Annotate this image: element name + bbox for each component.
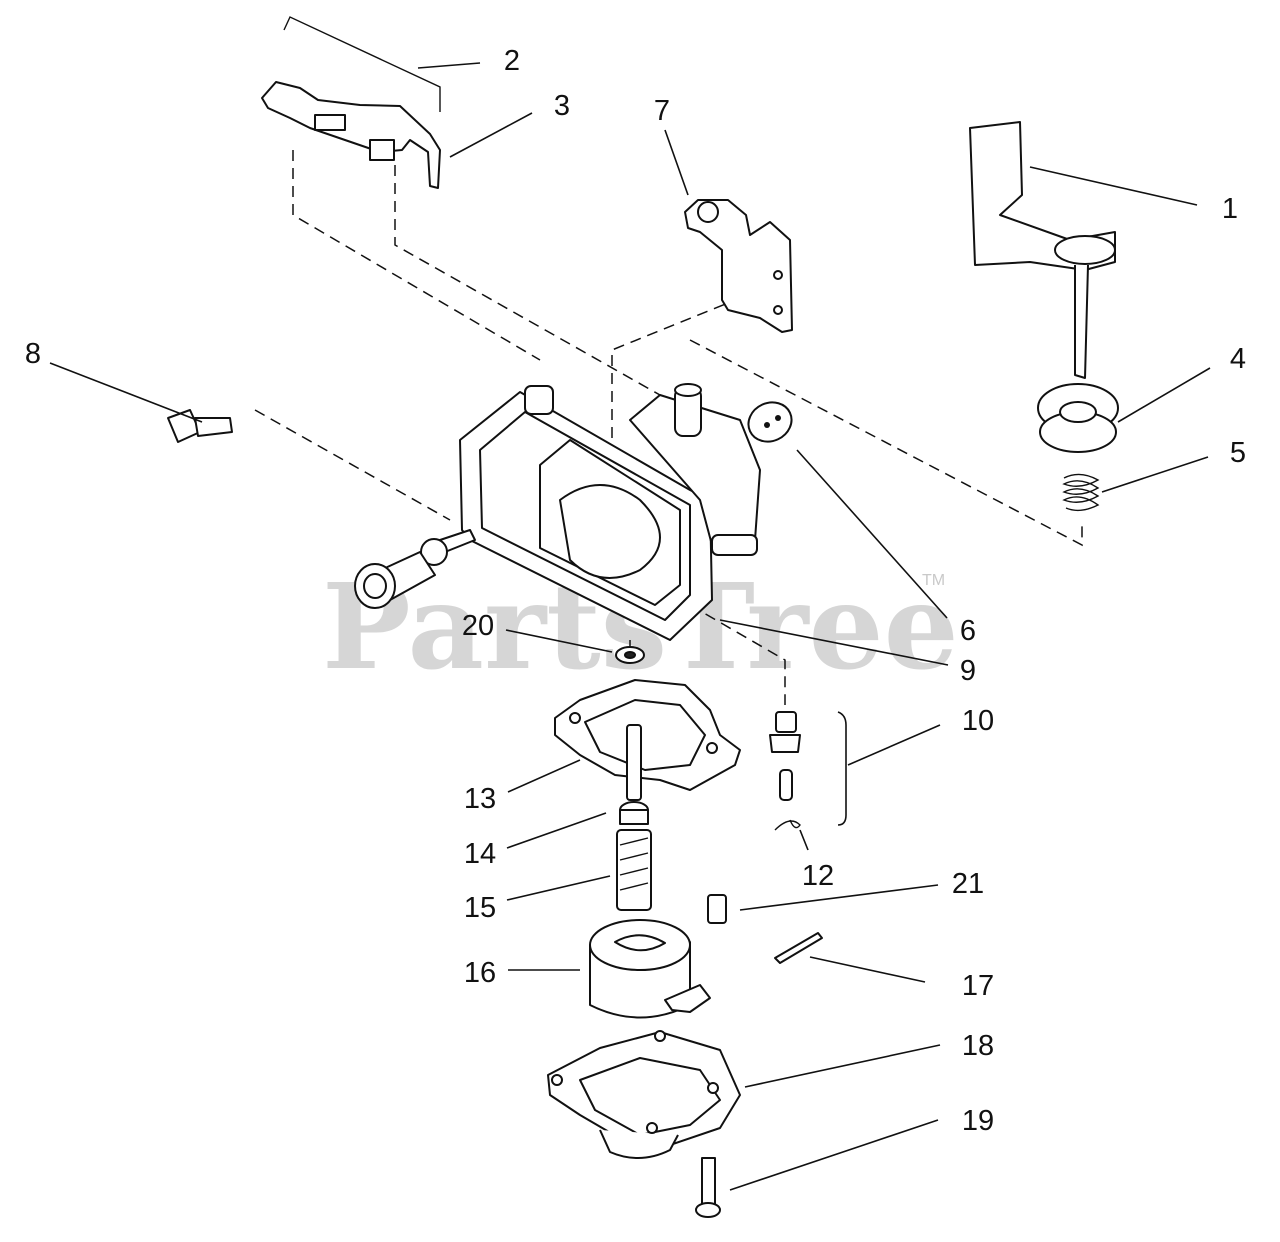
callout-9: 9 — [960, 655, 976, 687]
callout-16: 16 — [464, 957, 496, 989]
part-17-pin — [774, 932, 823, 964]
callout-8: 8 — [25, 338, 41, 370]
callout-6: 6 — [960, 615, 976, 647]
part-9-carburetor-body — [459, 383, 761, 641]
callout-15: 15 — [464, 892, 496, 924]
callout-17: 17 — [962, 970, 994, 1002]
part-3-throttle-bracket — [261, 81, 441, 189]
part-20-washer — [615, 646, 645, 664]
part-16-float — [589, 919, 711, 1019]
part-2-wire-link — [283, 16, 441, 112]
callout-10: 10 — [962, 705, 994, 737]
part-19-screw — [695, 1157, 721, 1218]
callout-4: 4 — [1230, 343, 1246, 375]
part-5-spring — [1062, 473, 1100, 512]
leader-lines — [49, 62, 1211, 1191]
callout-18: 18 — [962, 1030, 994, 1062]
callout-2: 2 — [504, 45, 520, 77]
callout-7: 7 — [654, 95, 670, 127]
part-14-main-jet — [619, 724, 649, 825]
part-15-spring — [616, 829, 652, 911]
callout-13: 13 — [464, 783, 496, 815]
callout-12: 12 — [802, 860, 834, 892]
part-4-needle-seat — [1037, 383, 1119, 453]
callout-3: 3 — [554, 90, 570, 122]
callout-5: 5 — [1230, 437, 1246, 469]
part-21-seat — [707, 894, 727, 924]
watermark-tm: TM — [922, 572, 945, 589]
callout-19: 19 — [962, 1105, 994, 1137]
callout-14: 14 — [464, 838, 496, 870]
callout-1: 1 — [1222, 193, 1238, 225]
part-12-clip — [774, 819, 801, 831]
screw-and-primer — [354, 529, 476, 609]
part-10-inlet-needle — [769, 711, 801, 801]
part-8-bolt — [167, 409, 233, 443]
part-7-bracket — [684, 199, 793, 333]
part-1-float — [969, 121, 1116, 379]
callouts: 1 2 3 4 5 6 7 8 9 10 12 13 14 15 16 17 1… — [25, 45, 1246, 1137]
part-6-cap — [747, 401, 793, 443]
callout-21: 21 — [952, 868, 984, 900]
part-13-gasket — [554, 679, 741, 791]
callout-20: 20 — [462, 610, 494, 642]
part-18-bowl — [547, 1030, 741, 1160]
